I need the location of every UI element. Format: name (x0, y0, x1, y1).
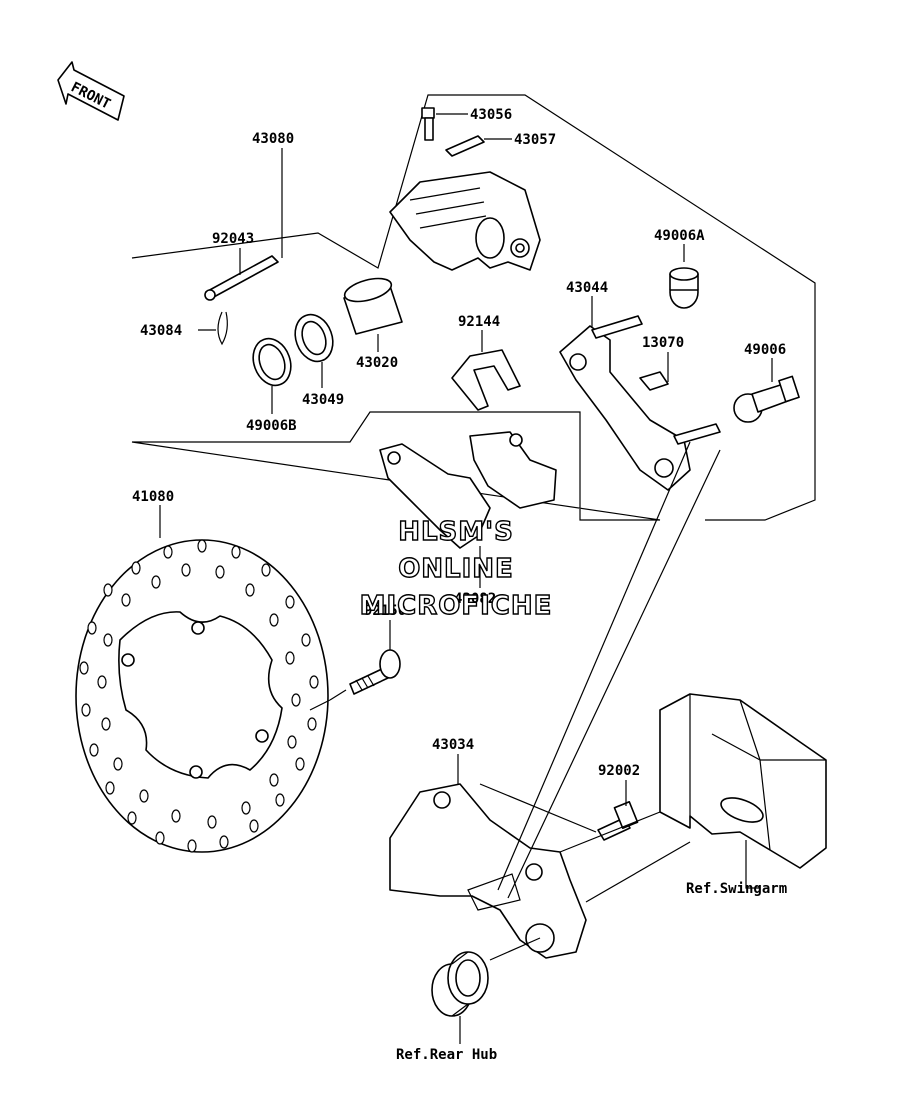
anti-rattle-plate-icon (639, 371, 669, 391)
piston-seal-icon (294, 313, 334, 363)
label-43080: 43080 (252, 131, 294, 147)
bleed-cap-icon (445, 135, 512, 157)
label-43084: 43084 (140, 323, 182, 339)
label-43020: 43020 (356, 355, 398, 371)
piston-icon (343, 277, 403, 335)
watermark-line-3: MICROFICHE (360, 591, 553, 621)
holder-bolt-icon (597, 801, 639, 841)
label-43049: 43049 (302, 392, 344, 408)
boot-icon (669, 267, 699, 309)
caliper-bracket-icon (559, 315, 721, 491)
dust-seal-icon (252, 337, 292, 387)
watermark-line-2: ONLINE (398, 554, 514, 584)
label-92150: 92150 (364, 603, 406, 619)
pad-spring-icon (451, 349, 521, 411)
label-92043: 92043 (212, 231, 254, 247)
disc-bolt-icon (349, 649, 401, 695)
label-92002: 92002 (598, 763, 640, 779)
swingarm-icon (659, 693, 827, 869)
label-ref-rear-hub: Ref.Rear Hub (396, 1047, 497, 1063)
bleed-valve-icon (421, 107, 468, 141)
label-43056: 43056 (470, 107, 512, 123)
caliper-holder-icon (389, 783, 587, 959)
retaining-clip-icon (217, 311, 228, 346)
disc-holes (79, 539, 319, 853)
watermark: HLSM'S ONLINE MICROFICHE (359, 516, 553, 621)
brake-pad-icon (379, 431, 557, 549)
brake-disc-icon (75, 539, 329, 853)
label-43057: 43057 (514, 132, 556, 148)
label-49006: 49006 (744, 342, 786, 358)
assembly-guide-lines (309, 441, 721, 961)
caliper-kit-outline (131, 94, 816, 521)
label-49006A: 49006A (654, 228, 705, 244)
front-arrow-icon: FRONT (57, 61, 125, 121)
label-13070: 13070 (642, 335, 684, 351)
label-49006B: 49006B (246, 418, 297, 434)
label-92144: 92144 (458, 314, 500, 330)
label-43082: 43082 (454, 591, 496, 607)
watermark-line-1: HLSM'S (398, 517, 514, 547)
label-41080: 41080 (132, 489, 174, 505)
rear-hub-collar-icon (431, 951, 489, 1017)
caliper-pin-icon (204, 255, 279, 301)
label-43044: 43044 (566, 280, 608, 296)
pin-boot-icon (733, 375, 800, 423)
label-ref-swingarm: Ref.Swingarm (686, 881, 787, 897)
label-43034: 43034 (432, 737, 474, 753)
caliper-body-icon (389, 171, 541, 271)
